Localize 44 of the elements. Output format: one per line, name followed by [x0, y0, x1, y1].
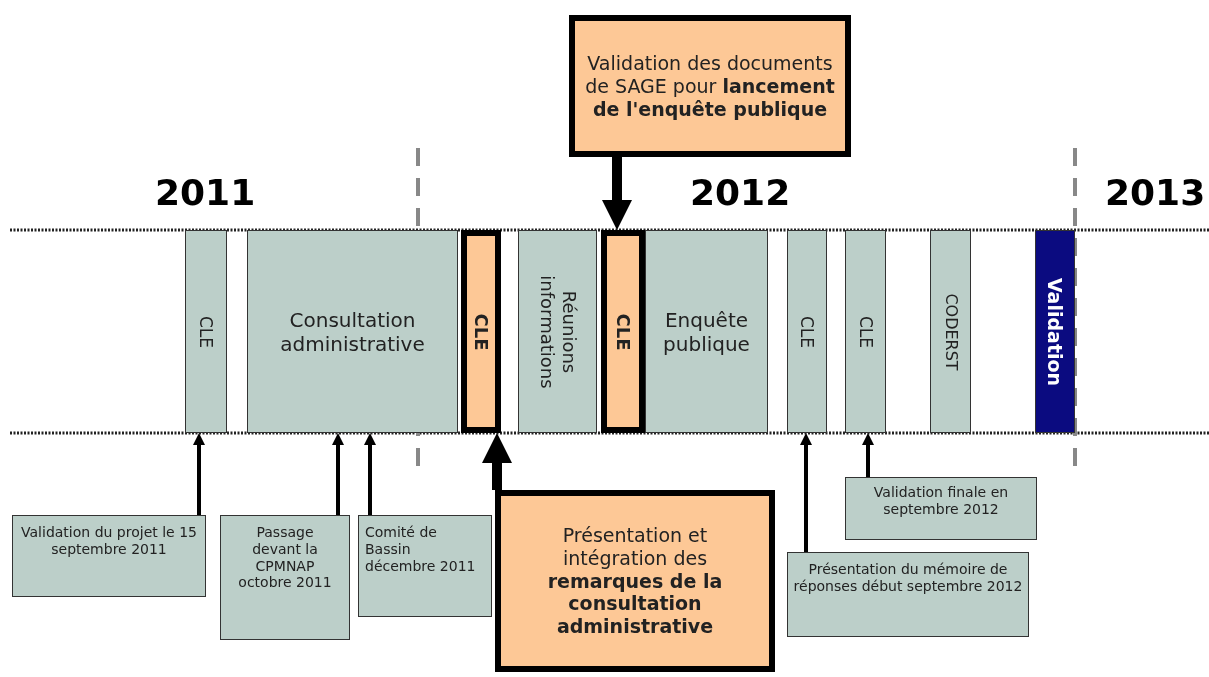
arrow	[193, 433, 205, 515]
note-text: Comité de Bassin décembre 2011	[365, 524, 477, 575]
bar-label: Validation	[1043, 277, 1067, 386]
note-text: Présentation du mémoire de réponses début septembre 2012	[792, 561, 1024, 595]
bar-label: CLE	[470, 313, 492, 350]
bar-label: Consultation administrative	[279, 307, 426, 356]
bar-label: CLE	[612, 313, 634, 350]
arrow	[800, 433, 812, 552]
note-box	[220, 515, 350, 640]
timeline-bar	[787, 230, 827, 433]
timeline-bar	[518, 230, 597, 433]
note-box	[787, 552, 1029, 637]
bar-label: Réunions informations	[535, 273, 580, 391]
year-label: 2013	[1105, 172, 1206, 213]
bar-label: CODERST	[940, 292, 961, 371]
callout-text: Validation des documents de SAGE pour lancement de l'enquête publique	[585, 51, 835, 121]
arrow	[364, 433, 376, 515]
note-text: Validation finale en septembre 2012	[872, 484, 1010, 518]
bar-label: CLE	[195, 315, 217, 348]
timeline-bar	[601, 230, 645, 433]
note-text: Validation du projet le 15 septembre 2011	[20, 524, 198, 558]
callout-box	[569, 15, 851, 157]
timeline-bar	[845, 230, 886, 433]
timeline-bar	[247, 230, 458, 433]
year-label: 2012	[690, 172, 791, 213]
timeline-bar	[461, 230, 501, 433]
arrow	[482, 433, 512, 490]
arrow	[332, 433, 344, 515]
note-box	[845, 477, 1037, 540]
note-text: Passage devant la CPMNAP octobre 2011	[237, 524, 333, 592]
callout-box	[495, 490, 775, 672]
timeline-bar	[930, 230, 971, 433]
bar-label: CLE	[796, 315, 818, 348]
callout-text: Présentation et intégration des remarques de la consultation administrative	[546, 524, 724, 638]
timeline-bar	[645, 230, 768, 433]
year-label: 2011	[155, 172, 256, 213]
bar-label: CLE	[855, 315, 876, 348]
note-box	[12, 515, 206, 597]
arrow	[602, 157, 632, 230]
note-box	[358, 515, 492, 617]
arrow	[862, 433, 874, 477]
timeline-bar	[1035, 230, 1075, 433]
timeline-bar	[185, 230, 227, 433]
bar-label: Enquête publique	[662, 307, 751, 356]
